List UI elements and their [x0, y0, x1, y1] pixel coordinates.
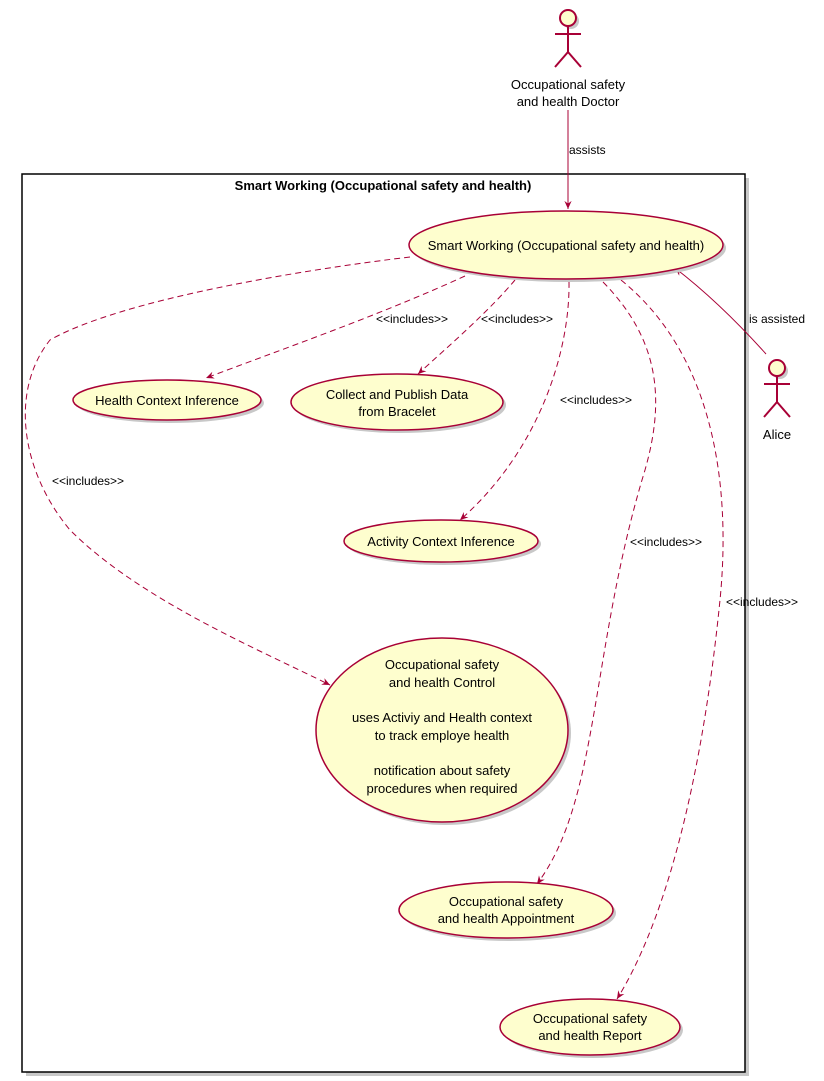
- actor-alice: Alice: [763, 359, 791, 442]
- usecase-report-line-1: Occupational safety: [533, 1011, 648, 1026]
- edge-includes-appointment: [536, 281, 657, 885]
- usecase-report-line-2: and health Report: [538, 1028, 642, 1043]
- edge-includes-health: [205, 275, 466, 379]
- actor-doctor-name-line-1: Occupational safety: [511, 77, 626, 92]
- usecase-appointment-line-2: and health Appointment: [438, 911, 575, 926]
- label-assists: assists: [569, 143, 606, 157]
- label-is-assisted: is assisted: [749, 312, 805, 326]
- usecase-osh-control: Occupational safety and health Control u…: [315, 637, 571, 825]
- actor-doctor-name-line-2: and health Doctor: [517, 94, 620, 109]
- boundary-title: Smart Working (Occupational safety and h…: [235, 178, 532, 193]
- stick-figure-icon: [763, 359, 791, 418]
- edge-includes-collect: [417, 279, 516, 375]
- usecase-main: Smart Working (Occupational safety and h…: [408, 210, 726, 282]
- label-includes-collect: <<includes>>: [481, 312, 553, 326]
- usecase-collect-label-line-2: from Bracelet: [358, 404, 436, 419]
- label-includes-report: <<includes>>: [726, 595, 798, 609]
- usecase-control-line-8: procedures when required: [366, 781, 517, 796]
- system-boundary: [21, 173, 746, 1073]
- usecase-collect-label-line-1: Collect and Publish Data: [326, 387, 469, 402]
- usecase-activity-context-label: Activity Context Inference: [367, 534, 514, 549]
- stick-figure-icon: [554, 9, 582, 68]
- usecase-osh-report: Occupational safety and health Report: [499, 998, 683, 1058]
- usecase-health-context-label: Health Context Inference: [95, 393, 239, 408]
- usecase-control-line-2: and health Control: [389, 675, 495, 690]
- edge-includes-report: [616, 279, 724, 1000]
- label-includes-health: <<includes>>: [376, 312, 448, 326]
- label-includes-appointment: <<includes>>: [630, 535, 702, 549]
- actor-doctor: Occupational safety and health Doctor: [511, 9, 626, 109]
- usecase-collect-publish-data: Collect and Publish Data from Bracelet: [290, 373, 506, 433]
- label-includes-activity: <<includes>>: [560, 393, 632, 407]
- usecase-control-line-5: to track employe health: [375, 728, 509, 743]
- usecase-osh-appointment: Occupational safety and health Appointme…: [398, 881, 616, 941]
- edge-includes-activity: [459, 281, 570, 521]
- edge-is-assisted: [674, 267, 767, 355]
- actor-alice-name: Alice: [763, 427, 791, 442]
- usecase-control-line-4: uses Activiy and Health context: [352, 710, 532, 725]
- usecase-appointment-line-1: Occupational safety: [449, 894, 564, 909]
- edges: [24, 110, 767, 1000]
- usecase-control-line-1: Occupational safety: [385, 657, 500, 672]
- label-includes-control: <<includes>>: [52, 474, 124, 488]
- usecase-activity-context-inference: Activity Context Inference: [343, 519, 541, 565]
- usecase-health-context-inference: Health Context Inference: [72, 379, 264, 423]
- usecase-control-line-7: notification about safety: [374, 763, 511, 778]
- edge-includes-control: [24, 256, 411, 686]
- usecase-main-label: Smart Working (Occupational safety and h…: [428, 238, 705, 253]
